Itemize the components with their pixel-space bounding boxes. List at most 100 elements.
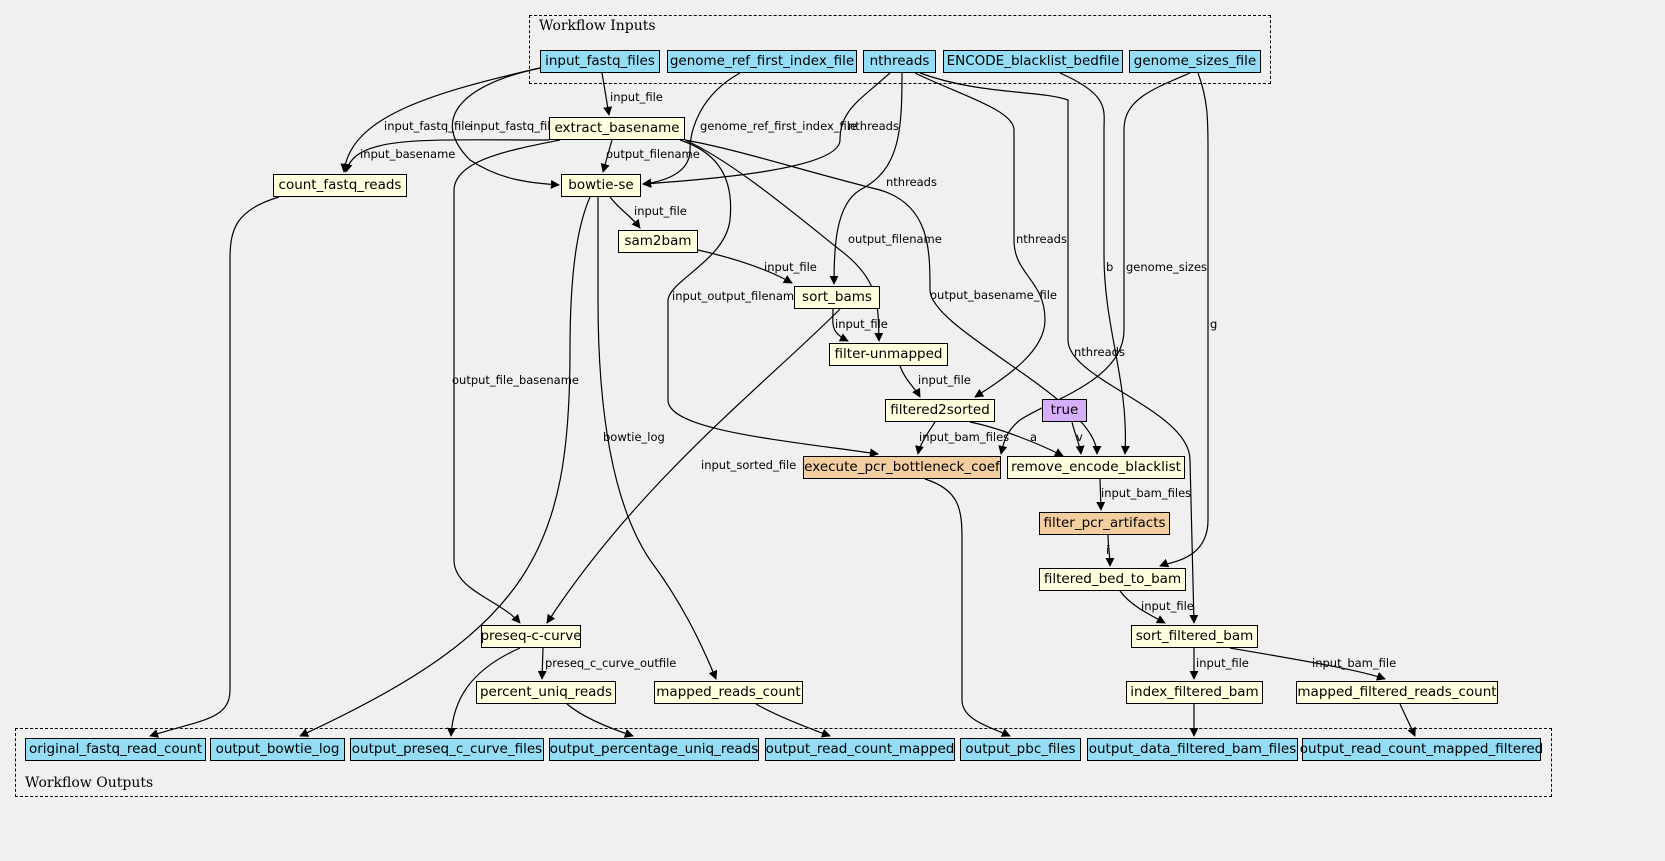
node-percent-uniq-reads[interactable]: percent_uniq_reads: [476, 681, 616, 704]
workflow-outputs-label: Workflow Outputs: [25, 775, 154, 791]
workflow-inputs-label: Workflow Inputs: [539, 18, 656, 34]
edge-sam2bam-to-sort_bams: [697, 249, 793, 284]
edge-label-sort_bams-to-preseq_c_curve: input_sorted_file: [701, 458, 796, 472]
node-output-bowtie-log[interactable]: output_bowtie_log: [210, 738, 345, 761]
edge-filter_unmapped-to-filtered2sorted: [899, 365, 921, 398]
edge-ENCODE_blacklist_bedfile-to-remove_encode_blacklist: [1059, 72, 1130, 455]
edge-label-genome_ref_first_index_file-to-bowtie_se: genome_ref_first_index_file: [700, 119, 857, 133]
node-original-fastq-read-count[interactable]: original_fastq_read_count: [25, 738, 206, 761]
node-output-read-count-mapped-filtered[interactable]: output_read_count_mapped_filtered: [1300, 738, 1543, 761]
node-extract-basename[interactable]: extract_basename: [549, 117, 685, 140]
edge-preseq_c_curve-to-output_preseq_c_curve_files: [446, 647, 521, 737]
node-output-pbc-files[interactable]: output_pbc_files: [960, 738, 1081, 761]
node-count-fastq-reads[interactable]: count_fastq_reads: [273, 174, 407, 197]
node-mapped-reads-count[interactable]: mapped_reads_count: [654, 681, 803, 704]
edge-extract_basename-to-preseq_c_curve: [453, 139, 561, 624]
edge-input_fastq_files-to-bowtie_se: [451, 67, 560, 189]
edge-label-nthreads-to-filtered2sorted: nthreads: [1016, 232, 1067, 246]
node-genome-sizes-file[interactable]: genome_sizes_file: [1129, 50, 1261, 73]
edge-sort_bams-to-filter_unmapped: [832, 308, 849, 342]
edge-input_fastq_files-to-count_fastq_reads: [340, 67, 541, 173]
edge-preseq_c_curve-to-percent_uniq_reads: [537, 647, 547, 680]
edge-remove_encode_blacklist-to-filter_pcr_artifacts: [1096, 478, 1106, 511]
node-output-percentage-uniq-reads[interactable]: output_percentage_uniq_reads: [549, 738, 759, 761]
edge-percent_uniq_reads-to-output_percentage_uniq_reads: [566, 703, 634, 738]
edge-genome_sizes_file-to-remove_encode_blacklist: [998, 72, 1191, 455]
node-output-data-filtered-bam-files[interactable]: output_data_filtered_bam_files: [1087, 738, 1298, 761]
edge-label-filtered2sorted-to-execute_pcr_bottleneck_coef: input_bam_files: [919, 430, 1009, 444]
node-ENCODE-blacklist-bedfile[interactable]: ENCODE_blacklist_bedfile: [943, 50, 1123, 73]
node-filtered2sorted[interactable]: filtered2sorted: [885, 399, 995, 422]
workflow-inputs-cluster: [529, 15, 1271, 84]
edge-input_fastq_files-to-extract_basename: [601, 72, 613, 116]
node-sort-filtered-bam[interactable]: sort_filtered_bam: [1131, 625, 1258, 648]
edge-extract_basename-to-remove_encode_blacklist: [684, 139, 1102, 455]
edge-nthreads-to-bowtie_se: [642, 72, 891, 188]
edge-true-to-remove_encode_blacklist: [1071, 421, 1085, 455]
edge-mapped_filtered_reads_count-to-output_read_count_mapped_filtered: [1399, 703, 1416, 737]
node-index-filtered-bam[interactable]: index_filtered_bam: [1126, 681, 1263, 704]
edge-filter_pcr_artifacts-to-filtered_bed_to_bam: [1105, 534, 1115, 567]
node-filter-unmapped[interactable]: filter-unmapped: [829, 343, 948, 366]
edge-nthreads-to-sort_bams: [829, 72, 903, 285]
edge-label-sort_filtered_bam-to-index_filtered_bam: input_file: [1196, 656, 1249, 670]
edge-label-extract_basename-to-filter_unmapped: output_filename: [848, 232, 942, 246]
edge-label-preseq_c_curve-to-percent_uniq_reads: preseq_c_curve_outfile: [545, 656, 676, 670]
edge-label-input_fastq_files-to-bowtie_se: input_fastq_file: [470, 119, 558, 133]
edge-label-extract_basename-to-preseq_c_curve: output_file_basename: [452, 373, 579, 387]
edge-label-ENCODE_blacklist_bedfile-to-remove_encode_blacklist: b: [1106, 260, 1113, 274]
node-sort-bams[interactable]: sort_bams: [794, 286, 880, 309]
node-input-fastq-files[interactable]: input_fastq_files: [540, 50, 660, 73]
edge-label-input_fastq_files-to-extract_basename: input_file: [610, 90, 663, 104]
edge-filtered_bed_to_bam-to-sort_filtered_bam: [1119, 590, 1166, 624]
edge-label-filtered_bed_to_bam-to-sort_filtered_bam: input_file: [1141, 599, 1194, 613]
node-sam2bam[interactable]: sam2bam: [618, 230, 698, 253]
edge-label-input_fastq_files-to-count_fastq_reads: input_fastq_file: [384, 119, 472, 133]
node-execute-pcr-bottleneck-coef[interactable]: execute_pcr_bottleneck_coef: [803, 456, 1001, 479]
edge-sort_filtered_bam-to-mapped_filtered_reads_count: [1229, 647, 1386, 681]
workflow-outputs-cluster: [15, 728, 1552, 797]
edge-nthreads-to-sort_filtered_bam: [919, 72, 1199, 624]
edge-label-extract_basename-to-remove_encode_blacklist: output_basename_file: [930, 288, 1057, 302]
edge-filtered2sorted-to-remove_encode_blacklist: [969, 421, 1064, 457]
edge-nthreads-to-filtered2sorted: [914, 72, 1046, 398]
edge-extract_basename-to-bowtie_se: [600, 139, 613, 173]
node-nthreads[interactable]: nthreads: [863, 50, 936, 73]
node-mapped-filtered-reads-count[interactable]: mapped_filtered_reads_count: [1296, 681, 1498, 704]
node-output-read-count-mapped[interactable]: output_read_count_mapped: [765, 738, 955, 761]
edge-label-sam2bam-to-sort_bams: input_file: [764, 260, 817, 274]
edge-label-sort_filtered_bam-to-mapped_filtered_reads_count: input_bam_file: [1312, 656, 1396, 670]
edge-count_fastq_reads-to-original_fastq_read_count: [149, 196, 280, 738]
node-genome-ref-first-index-file[interactable]: genome_ref_first_index_file: [667, 50, 857, 73]
node-preseq-c-curve[interactable]: preseq-c-curve: [480, 625, 582, 648]
node-filtered-bed-to-bam[interactable]: filtered_bed_to_bam: [1039, 568, 1186, 591]
edge-sort_bams-to-preseq_c_curve: [546, 308, 841, 624]
edge-bowtie_se-to-output_bowtie_log: [299, 196, 591, 737]
edge-label-nthreads-to-sort_filtered_bam: nthreads: [1074, 345, 1125, 359]
edge-bowtie_se-to-sam2bam: [609, 196, 641, 229]
edge-label-filter_unmapped-to-filtered2sorted: input_file: [918, 373, 971, 387]
edge-label-nthreads-to-sort_bams: nthreads: [886, 175, 937, 189]
node-remove-encode-blacklist[interactable]: remove_encode_blacklist: [1007, 456, 1185, 479]
edge-label-bowtie_se-to-sam2bam: input_file: [634, 204, 687, 218]
edge-label-genome_sizes_file-to-filtered_bed_to_bam: g: [1210, 317, 1217, 331]
edge-label-filter_pcr_artifacts-to-filtered_bed_to_bam: i: [1106, 543, 1109, 557]
edge-bowtie_se-to-mapped_reads_count: [597, 197, 718, 680]
edge-label-filtered2sorted-to-remove_encode_blacklist: a: [1030, 430, 1037, 444]
edge-label-genome_sizes_file-to-remove_encode_blacklist: genome_sizes: [1126, 260, 1207, 274]
edge-extract_basename-to-count_fastq_reads: [343, 139, 550, 173]
node-bowtie-se[interactable]: bowtie-se: [561, 174, 641, 197]
edge-label-extract_basename-to-bowtie_se: output_filename: [606, 147, 700, 161]
edge-extract_basename-to-execute_pcr_bottleneck_coef: [667, 139, 879, 458]
edge-label-extract_basename-to-execute_pcr_bottleneck_coef: input_output_filenames: [672, 289, 807, 303]
edge-label-true-to-remove_encode_blacklist: v: [1076, 430, 1083, 444]
edge-label-nthreads-to-bowtie_se: nthreads: [848, 119, 899, 133]
node-filter-pcr-artifacts[interactable]: filter_pcr_artifacts: [1039, 512, 1170, 535]
edge-genome_sizes_file-to-filtered_bed_to_bam: [1159, 72, 1209, 568]
edge-mapped_reads_count-to-output_read_count_mapped: [755, 703, 831, 738]
edge-label-remove_encode_blacklist-to-filter_pcr_artifacts: input_bam_files: [1101, 486, 1191, 500]
node-output-preseq-c-curve-files[interactable]: output_preseq_c_curve_files: [350, 738, 544, 761]
node-true[interactable]: true: [1042, 399, 1087, 422]
